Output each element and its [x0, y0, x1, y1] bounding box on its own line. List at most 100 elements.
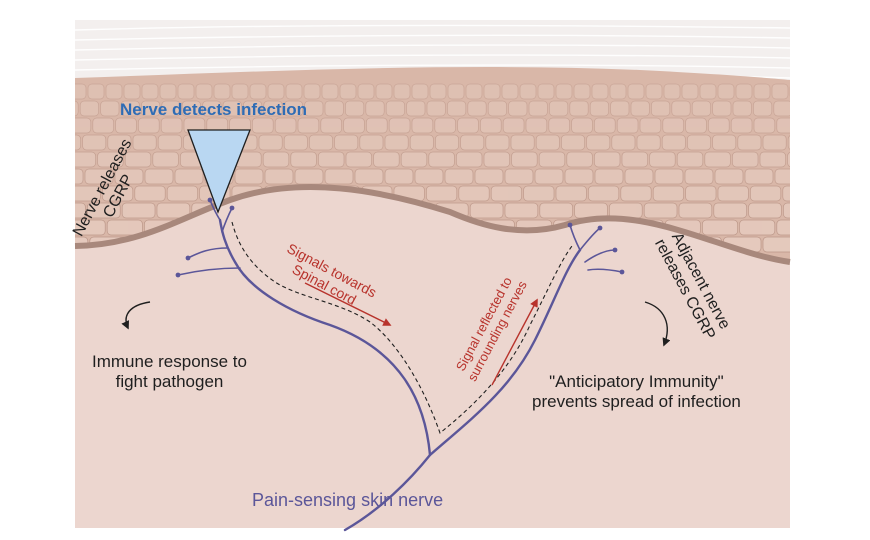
epidermis-cell — [324, 100, 344, 117]
epidermis-cell — [627, 83, 645, 100]
epidermis-cell — [102, 185, 134, 202]
epidermis-cell — [652, 185, 684, 202]
epidermis-cell — [639, 117, 662, 134]
epidermis-cell — [97, 151, 124, 168]
epidermis-cell — [318, 151, 345, 168]
epidermis-cell — [138, 117, 160, 134]
epidermis-cell — [528, 100, 548, 117]
epidermis-cell — [649, 151, 676, 168]
epidermis-cell — [571, 117, 593, 134]
epidermis-cell — [243, 100, 263, 117]
epidermis-cell — [75, 168, 84, 185]
epidermis-cell — [79, 100, 99, 117]
epidermis-cell — [258, 134, 283, 151]
epidermis-cell — [611, 134, 636, 151]
epidermis-cell — [555, 185, 587, 202]
epidermis-cell — [411, 117, 434, 134]
epidermis-cell — [234, 168, 264, 185]
epidermis-cell — [750, 185, 782, 202]
epidermis-cell — [252, 117, 274, 134]
epidermis-cell — [744, 168, 774, 185]
nerve-endings — [175, 197, 625, 278]
epidermis-cell — [501, 83, 519, 100]
infection-triangle-icon — [187, 129, 251, 214]
signal-arrow-spinal — [304, 282, 392, 326]
epidermis-cell — [699, 83, 717, 100]
epidermis-cell — [114, 168, 144, 185]
epidermis-cell — [384, 134, 409, 151]
epidermis-cell — [177, 83, 195, 100]
epidermis-cell — [624, 168, 654, 185]
epidermis-cell — [539, 202, 573, 219]
epidermis-cell — [84, 168, 114, 185]
epidermis-cell — [334, 134, 359, 151]
epidermis-cell — [717, 83, 735, 100]
epidermis-cell — [662, 117, 684, 134]
epidermis-cell — [87, 202, 121, 219]
epidermis-cell — [594, 168, 624, 185]
epidermis-cell — [782, 185, 790, 202]
basement-membrane — [74, 184, 791, 265]
epidermis-cell — [285, 83, 303, 100]
epidermis-cell — [654, 168, 684, 185]
epidermis-cell — [564, 168, 594, 185]
epidermis-cell — [685, 185, 717, 202]
epidermis-cell — [523, 185, 555, 202]
epidermis-cell — [343, 117, 365, 134]
epidermis-cell — [630, 100, 650, 117]
epidermis-cell — [447, 100, 467, 117]
epidermis-cell — [75, 202, 86, 219]
epidermis-cell — [384, 168, 414, 185]
epidermis-cell — [297, 117, 320, 134]
epidermis-cell — [264, 168, 294, 185]
nerve-left-branch — [218, 218, 432, 457]
epidermis-cell — [537, 83, 555, 100]
epidermis-cell — [773, 100, 790, 117]
epidermis-cell — [309, 134, 333, 151]
epidermis-cell — [663, 83, 681, 100]
epidermis-cell — [231, 83, 249, 100]
epidermis-cell — [684, 168, 714, 185]
epidermis-cell — [589, 100, 609, 117]
epidermis-cell — [800, 118, 821, 133]
epidermis-cell — [195, 83, 213, 100]
epidermis-cell — [274, 117, 297, 134]
epidermis-cell — [339, 83, 357, 100]
epidermis-cell — [373, 151, 400, 168]
epidermis-cell — [75, 219, 106, 236]
epidermis-cell — [409, 134, 434, 151]
epidermis-cell — [75, 83, 87, 100]
cgrp-arrow-right — [644, 301, 671, 347]
epidermis-cell — [774, 168, 790, 185]
epidermis-cell — [732, 100, 752, 117]
epidermis-cell — [620, 185, 652, 202]
epidermis-cell — [321, 83, 339, 100]
epidermis-cell — [141, 83, 159, 100]
epidermis-cell — [426, 185, 458, 202]
epidermis-cell — [157, 134, 182, 151]
epidermis-cell — [480, 117, 502, 134]
epidermis-cell — [429, 83, 447, 100]
epidermis-cell — [75, 185, 101, 202]
epidermis-cell — [685, 117, 707, 134]
nerve-trunk — [343, 248, 582, 532]
epidermis-cell — [304, 100, 324, 117]
epidermis-cell — [144, 168, 174, 185]
epidermis-cell — [483, 151, 510, 168]
epidermis-cell — [676, 151, 704, 168]
epidermis-cell — [753, 117, 776, 134]
epidermis-cell — [359, 134, 384, 151]
epidermis-cell — [426, 100, 446, 117]
epidermis-cell — [594, 151, 621, 168]
epidermis-cell — [435, 134, 459, 151]
epidermis-cell — [759, 151, 786, 168]
epidermis-cell — [735, 83, 753, 100]
epidermis-cell — [400, 151, 428, 168]
epidermis-cell — [166, 185, 198, 202]
epidermis-cell — [485, 134, 510, 151]
epidermis-cell — [487, 100, 507, 117]
epidermis-cell — [444, 168, 474, 185]
epidermis-cell — [594, 117, 616, 134]
epidermis-cell — [753, 83, 771, 100]
epidermis-cell — [106, 219, 143, 236]
